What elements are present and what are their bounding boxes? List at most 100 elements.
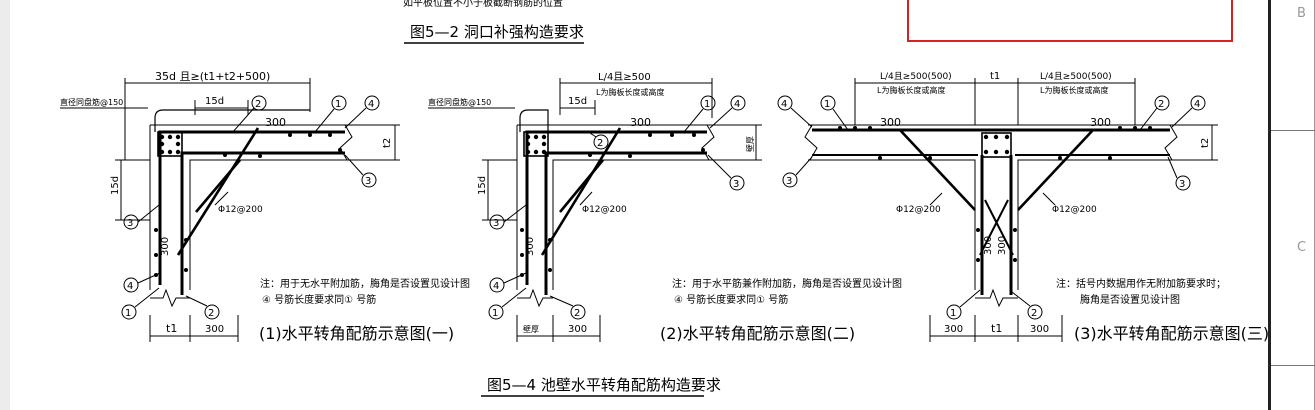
marker-1: 1 xyxy=(824,99,830,110)
marker-circles: 2 1 4 3 3 4 1 2 xyxy=(121,95,380,320)
diagonal-bar xyxy=(1017,129,1094,211)
marker-2: 2 xyxy=(574,308,580,319)
marker-3: 3 xyxy=(733,179,739,190)
fig-5-2-caption: 图5—2 洞口补强构造要求 xyxy=(410,23,584,41)
marker-1: 1 xyxy=(125,308,131,319)
corner-dots xyxy=(159,134,181,155)
spacing-left: Φ12@200 xyxy=(896,205,941,215)
panel-divider xyxy=(1271,130,1315,131)
drawing-sheet: 图5—2 洞口补强构造要求 xyxy=(60,23,1268,397)
dim-bottom-t1: t1 xyxy=(991,322,1002,335)
rebar-note: 直径同盘筋@150 xyxy=(428,97,491,107)
marker-2: 2 xyxy=(597,138,603,149)
red-markup-box xyxy=(907,0,1233,42)
dim-t1: t1 xyxy=(166,322,177,335)
diagonal-bar xyxy=(540,127,622,256)
spacing-label: Φ12@200 xyxy=(218,205,263,215)
marker-3: 3 xyxy=(493,218,499,229)
corner-cage xyxy=(981,132,1012,158)
dim-300-side: 300 xyxy=(160,237,171,256)
marker-3: 3 xyxy=(127,218,133,229)
corner-cage xyxy=(523,131,549,157)
marker-1: 1 xyxy=(335,99,341,110)
marker-1: 1 xyxy=(950,308,956,319)
wall-outline xyxy=(189,159,395,290)
rebar-2 xyxy=(544,151,707,295)
marker-1: 1 xyxy=(492,308,498,319)
dim-wall: 壁厚 xyxy=(745,136,755,152)
marker-4: 4 xyxy=(734,99,740,110)
note-line-1: 注：用于无水平附加筋，脢角是否设置见设计图 xyxy=(260,277,470,290)
marker-4: 4 xyxy=(493,281,499,292)
diagonal-bar xyxy=(195,159,241,213)
marker-2: 2 xyxy=(1031,308,1037,319)
marker-4: 4 xyxy=(781,99,787,110)
dim-300-side: 300 xyxy=(525,237,536,256)
dim-left: L/4且≥500(500) xyxy=(880,71,952,82)
dim-300-right: 300 xyxy=(1090,116,1111,129)
dim-sub-right: L为脢板长度或高度 xyxy=(1040,85,1108,95)
dim-300-bottom: 300 xyxy=(205,324,224,335)
marker-2: 2 xyxy=(208,308,214,319)
dim-300-bottom: 300 xyxy=(568,324,587,335)
dim-15d-side: 15d xyxy=(477,176,488,195)
marker-3: 3 xyxy=(786,176,792,187)
left-margin-strip xyxy=(0,0,10,410)
marker-1: 1 xyxy=(704,99,710,110)
diagonal-bar xyxy=(899,129,976,211)
dim-15d-side: 15d xyxy=(110,176,121,195)
dim-sub: L为脢板长度或高度 xyxy=(596,87,664,97)
dim-15d-top: 15d xyxy=(568,96,587,107)
diagram-1: 35d 且≥(t1+t2+500) 15d 直径同盘筋@150 15d 300 … xyxy=(60,70,470,343)
dim-top: L/4且≥500 xyxy=(598,71,651,83)
break-line xyxy=(150,288,190,308)
diagonal-bar xyxy=(558,159,605,213)
diagram-3-caption: (3)水平转角配筋示意图(三) xyxy=(1074,324,1268,343)
dim-300-v1: 300 xyxy=(983,236,994,255)
diagram-2-caption: (2)水平转角配筋示意图(二) xyxy=(660,324,855,343)
diagram-3: L/4且≥500(500) t1 L/4且≥500(500) L为脢板长度或高度… xyxy=(777,71,1268,343)
break-line xyxy=(339,124,353,161)
spacing-right: Φ12@200 xyxy=(1052,205,1097,215)
panel-label-b: B xyxy=(1297,6,1306,21)
corner-cage xyxy=(157,131,183,157)
note-line-1: 注：用于水平筋兼作附加筋，脢角是否设置见设计图 xyxy=(672,277,902,290)
marker-3: 3 xyxy=(365,176,371,187)
dim-300-top: 300 xyxy=(630,116,651,129)
diagonal-bar xyxy=(176,127,260,256)
marker-circles: 2 1 4 3 3 4 1 2 xyxy=(488,95,746,320)
marker-2: 2 xyxy=(255,99,261,110)
top-cut-text: 如平板位置不小于板截断钢筋的位置 xyxy=(403,0,563,9)
dim-mid: t1 xyxy=(990,71,1000,82)
note-line-2: ④ 号筋长度要求同① 号筋 xyxy=(262,293,376,306)
marker-4: 4 xyxy=(368,99,374,110)
panel-label-c: C xyxy=(1297,240,1307,255)
dim-sub-left: L为脢板长度或高度 xyxy=(877,85,945,95)
note-line-1: 注：括号内数据用作无附加筋要求时； xyxy=(1056,277,1226,290)
dim-300-top: 300 xyxy=(265,116,286,129)
marker-circles: 4 1 3 2 4 3 1 2 xyxy=(777,95,1206,320)
marker-2: 2 xyxy=(1158,99,1164,110)
dim-bottom-300-left: 300 xyxy=(944,324,963,335)
hook-bar xyxy=(519,109,549,132)
marker-3: 3 xyxy=(1179,179,1185,190)
dim-300-v2: 300 xyxy=(997,236,1008,255)
dim-300-left: 300 xyxy=(880,116,901,129)
diagram-2: L/4且≥500 L为脢板长度或高度 15d 直径同盘筋@150 15d 300… xyxy=(428,71,902,343)
rebar-note: 直径同盘筋@150 xyxy=(60,97,123,107)
dim-top: 35d 且≥(t1+t2+500) xyxy=(155,70,270,83)
right-side-panel: B C xyxy=(1268,0,1315,410)
note-line-2: ④ 号筋长度要求同① 号筋 xyxy=(674,293,788,306)
marker-4: 4 xyxy=(1194,99,1200,110)
marker-4: 4 xyxy=(127,281,133,292)
dim-right: L/4且≥500(500) xyxy=(1040,71,1112,82)
fig-5-4-caption: 图5—4 池壁水平转角配筋构造要求 xyxy=(487,376,721,394)
dim-15d-top: 15d xyxy=(205,96,224,107)
rebar-2 xyxy=(180,151,345,295)
dim-t2: t2 xyxy=(382,138,393,148)
spacing-label: Φ12@200 xyxy=(582,205,627,215)
diagram-1-caption: (1)水平转角配筋示意图(一) xyxy=(259,324,454,343)
dim-wall-bottom: 壁厚 xyxy=(523,324,539,334)
dim-t2: t2 xyxy=(1200,138,1211,148)
panel-divider xyxy=(1271,365,1315,366)
